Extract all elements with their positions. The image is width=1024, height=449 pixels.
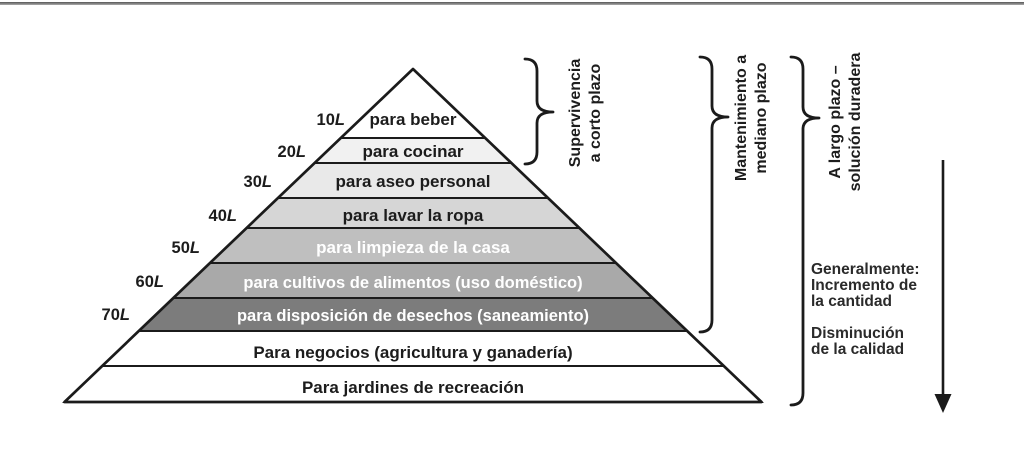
long-term-brace (789, 55, 821, 407)
level-amount-50l: 50L (172, 239, 200, 257)
note-line-disminucion: Disminución (811, 325, 905, 343)
level-amount-10l: 10L (317, 111, 345, 129)
level-amount-60l: 60L (136, 273, 164, 291)
medium-term-brace (698, 55, 730, 334)
level-label-cultivos: para cultivos de alimentos (uso doméstic… (243, 274, 582, 292)
short-term-brace (523, 57, 555, 166)
level-amount-30l: 30L (244, 173, 272, 191)
medium-term-label: Mantenimiento a mediano plazo (732, 55, 772, 181)
note-line-cantidad: la cantidad (811, 293, 892, 311)
medium-term-label-line1: Mantenimiento a (733, 54, 750, 182)
quantity-quality-note: Generalmente: Incremento de la cantidad … (811, 261, 961, 359)
level-label-negocios: Para negocios (agricultura y ganadería) (253, 343, 572, 362)
medium-term-label-line2: mediano plazo (753, 62, 770, 174)
arrowhead-icon (934, 394, 952, 413)
level-amount-40l: 40L (209, 207, 237, 225)
short-term-label-line2: a corto plazo (587, 63, 604, 163)
long-term-label-line2: solución duradera (847, 52, 864, 192)
level-label-desechos: para disposición de desechos (saneamient… (237, 307, 589, 325)
note-line-incremento: Incremento de (811, 277, 917, 295)
level-amount-70l: 70L (102, 306, 130, 324)
short-term-label: Supervivencia a corto plazo (566, 59, 606, 168)
level-label-limpieza: para limpieza de la casa (316, 238, 510, 257)
level-label-jardines: Para jardines de recreación (302, 378, 524, 397)
level-label-cocinar: para cocinar (362, 142, 463, 161)
note-line-generalmente: Generalmente: (811, 261, 920, 278)
short-term-label-line1: Supervivencia (567, 58, 584, 168)
note-line-calidad: de la calidad (811, 341, 905, 359)
downward-arrow (934, 160, 952, 413)
long-term-label: A largo plazo – solución duradera (826, 53, 866, 192)
long-term-label-line1: A largo plazo – (827, 65, 844, 179)
level-label-aseo: para aseo personal (336, 172, 491, 191)
level-label-beber: para beber (370, 110, 457, 129)
level-amount-20l: 20L (278, 143, 306, 161)
pyramid-outline (63, 67, 763, 404)
top-border-rule (0, 2, 1024, 5)
level-label-ropa: para lavar la ropa (343, 206, 484, 225)
